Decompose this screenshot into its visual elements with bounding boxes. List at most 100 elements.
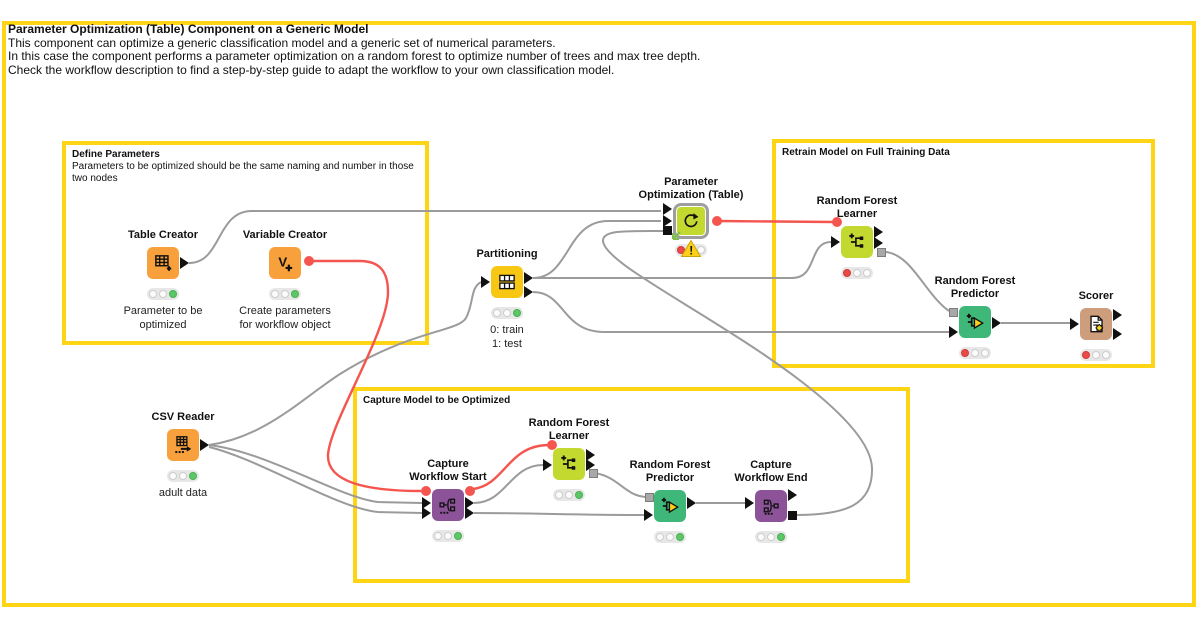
node-label: Table Creator bbox=[127, 229, 199, 241]
connection-csvreader-partitioning[interactable] bbox=[208, 281, 482, 446]
output-port-train[interactable] bbox=[524, 272, 533, 284]
node-rf-learner-retrain[interactable]: Random Forest Learner bbox=[817, 195, 897, 279]
input-port-2[interactable] bbox=[663, 215, 672, 227]
connection-rflearner-rfpredictor-retrain[interactable] bbox=[885, 251, 950, 312]
output-port[interactable] bbox=[200, 439, 209, 451]
rf-predictor-icon bbox=[654, 490, 686, 522]
input-port[interactable] bbox=[745, 497, 754, 509]
annotation-retrain-model[interactable]: Retrain Model on Full Training Data bbox=[772, 139, 1155, 368]
partitioning-icon bbox=[491, 266, 523, 298]
traffic-light bbox=[755, 531, 787, 543]
output-port[interactable] bbox=[992, 317, 1001, 329]
workflow-description-line: This component can optimize a generic cl… bbox=[8, 35, 556, 50]
traffic-light bbox=[553, 489, 585, 501]
model-output-port[interactable] bbox=[877, 248, 886, 257]
input-port[interactable] bbox=[644, 509, 653, 521]
node-variable-creator[interactable]: Variable Creator V Create parameters for… bbox=[239, 229, 331, 331]
node-rf-learner-capture[interactable]: Random Forest Learner bbox=[529, 417, 609, 501]
node-capture-workflow-start[interactable]: Capture Workflow Start bbox=[409, 458, 487, 542]
output-port[interactable] bbox=[788, 489, 797, 501]
output-port-1[interactable] bbox=[465, 497, 474, 509]
connection-tablecreator-paramopt[interactable] bbox=[188, 210, 661, 264]
workflow-input-port[interactable] bbox=[663, 226, 672, 235]
traffic-light bbox=[147, 288, 179, 300]
output-port-1[interactable] bbox=[586, 449, 595, 461]
node-rf-predictor-retrain[interactable]: Random Forest Predictor bbox=[935, 275, 1015, 359]
connection-partitioning-rfpredictor[interactable] bbox=[532, 291, 949, 333]
input-port-2[interactable] bbox=[422, 507, 431, 519]
connection-variablecreator-capturestart-flowvar[interactable] bbox=[313, 259, 422, 493]
node-partitioning[interactable]: Partitioning 0: train 1: test bbox=[476, 248, 537, 350]
flow-variable-port[interactable] bbox=[304, 256, 314, 266]
node-capture-workflow-end[interactable]: Capture Workflow End bbox=[734, 459, 808, 543]
connection-capturestart-rflearner-flowvar[interactable] bbox=[472, 443, 549, 491]
output-port-2[interactable] bbox=[1113, 328, 1122, 340]
output-port-2[interactable] bbox=[874, 237, 883, 249]
traffic-light bbox=[654, 531, 686, 543]
flow-variable-port[interactable] bbox=[547, 440, 557, 450]
output-port-2[interactable] bbox=[465, 507, 474, 519]
connection-paramopt-rflearner-flowvar[interactable] bbox=[717, 219, 834, 224]
node-label: Variable Creator bbox=[242, 229, 328, 241]
node-label: CSV Reader bbox=[151, 411, 215, 423]
output-port-2[interactable] bbox=[586, 459, 595, 471]
connection-capturestart-rfpredictor[interactable] bbox=[473, 512, 645, 516]
annotation-define-parameters[interactable]: Define Parameters Parameters to be optim… bbox=[62, 141, 429, 345]
connection-csvreader-capturestart-2[interactable] bbox=[208, 446, 423, 514]
capture-workflow-end-icon bbox=[755, 490, 787, 522]
output-port[interactable] bbox=[687, 497, 696, 509]
traffic-light bbox=[432, 530, 464, 542]
input-port[interactable] bbox=[1070, 318, 1079, 330]
node-label: Random Forest Predictor bbox=[629, 459, 711, 484]
output-port-1[interactable] bbox=[1113, 309, 1122, 321]
flow-variable-port[interactable] bbox=[832, 217, 842, 227]
input-port[interactable] bbox=[949, 326, 958, 338]
model-input-port[interactable] bbox=[949, 308, 958, 317]
connection-rflearner-rfpredictor-capture[interactable] bbox=[593, 472, 646, 498]
node-rf-predictor-capture[interactable]: Random Forest Predictor bbox=[630, 459, 710, 543]
annotation-title: Retrain Model on Full Training Data bbox=[782, 147, 950, 158]
annotation-body: Parameters to be optimized should be the… bbox=[72, 161, 414, 184]
model-input-port[interactable] bbox=[645, 493, 654, 502]
svg-text:V: V bbox=[278, 254, 287, 269]
flow-variable-output-port[interactable] bbox=[712, 216, 722, 226]
annotation-capture-model[interactable]: Capture Model to be Optimized bbox=[353, 387, 910, 583]
workflow-description: Parameter Optimization (Table) Component… bbox=[8, 22, 728, 77]
input-port-1[interactable] bbox=[422, 497, 431, 509]
node-caption: Create parameters for workflow object bbox=[239, 305, 331, 331]
node-scorer[interactable]: Scorer bbox=[1070, 290, 1122, 361]
node-label: Scorer bbox=[1078, 290, 1114, 302]
input-port[interactable] bbox=[481, 276, 490, 288]
output-port-1[interactable] bbox=[874, 226, 883, 238]
connection-capturestart-rflearner[interactable] bbox=[473, 464, 544, 504]
model-output-port[interactable] bbox=[589, 469, 598, 478]
input-port[interactable] bbox=[831, 236, 840, 248]
traffic-light bbox=[269, 288, 301, 300]
table-creator-icon bbox=[147, 247, 179, 279]
rf-learner-icon bbox=[841, 226, 873, 258]
output-port-test[interactable] bbox=[524, 286, 533, 298]
capture-workflow-start-icon bbox=[432, 489, 464, 521]
connection-partitioning-rflearner[interactable] bbox=[533, 241, 832, 279]
workflow-title: Parameter Optimization (Table) Component… bbox=[8, 22, 369, 36]
svg-text:!: ! bbox=[689, 244, 693, 258]
connection-csvreader-capturestart-1[interactable] bbox=[208, 444, 423, 504]
flow-variable-input-port[interactable] bbox=[421, 486, 431, 496]
node-caption: 0: train 1: test bbox=[490, 324, 524, 350]
flow-variable-output-port[interactable] bbox=[465, 486, 475, 496]
input-port-1[interactable] bbox=[663, 203, 672, 215]
input-port[interactable] bbox=[543, 459, 552, 471]
csv-reader-icon bbox=[167, 429, 199, 461]
annotation-workflow-frame[interactable] bbox=[2, 21, 1196, 607]
workflow-output-port[interactable] bbox=[788, 511, 797, 520]
output-port[interactable] bbox=[180, 257, 189, 269]
connection-captureend-paramopt[interactable] bbox=[601, 229, 874, 516]
workflow-description-line: In this case the component performs a pa… bbox=[8, 49, 701, 63]
node-csv-reader[interactable]: CSV Reader adult data bbox=[152, 411, 215, 499]
node-label: Partitioning bbox=[476, 248, 538, 260]
node-table-creator[interactable]: Table Creator Parameter to be optimized bbox=[124, 229, 203, 331]
connection-partitioning-paramopt[interactable] bbox=[532, 220, 661, 279]
annotation-title: Capture Model to be Optimized bbox=[363, 395, 511, 406]
node-parameter-optimization-component[interactable]: Parameter Optimization (Table) ! bbox=[639, 176, 744, 258]
